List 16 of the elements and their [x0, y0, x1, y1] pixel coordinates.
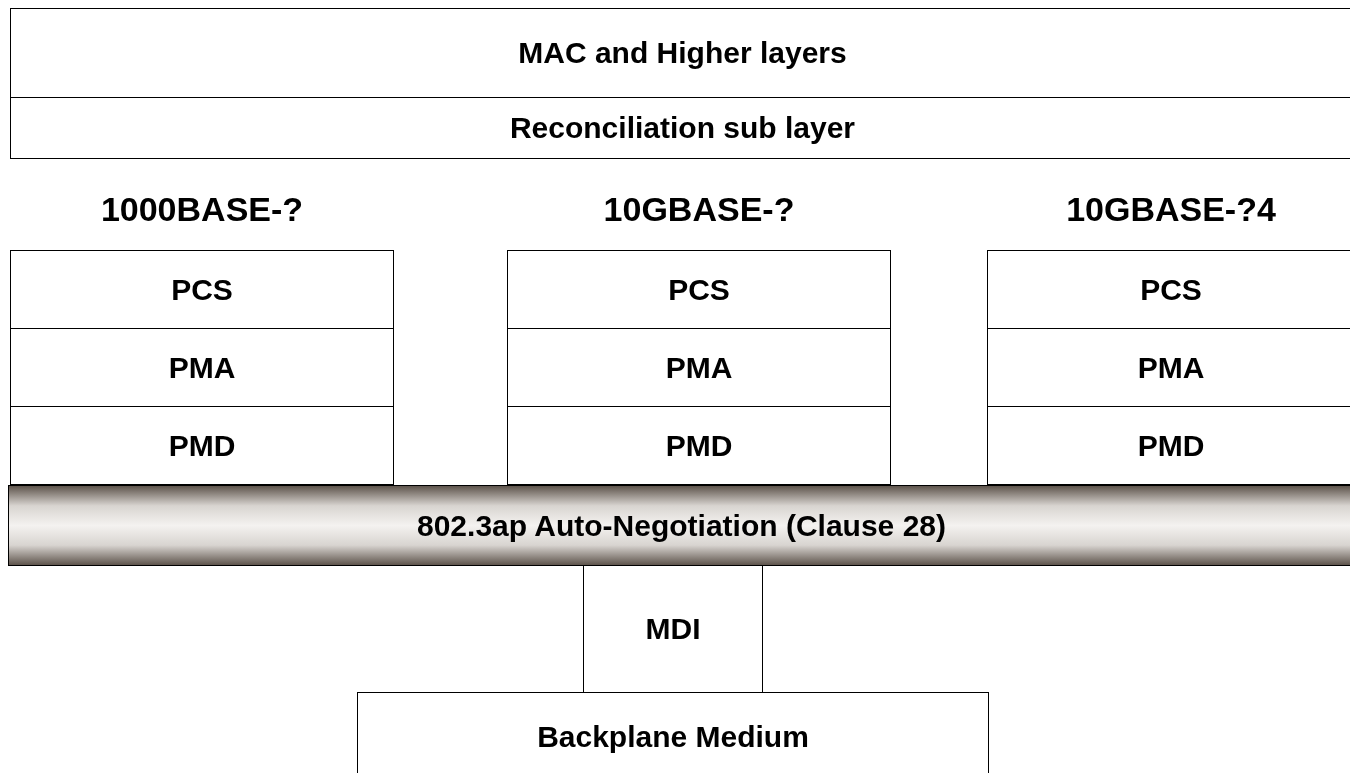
stack-heading: 1000BASE-? — [99, 190, 305, 229]
layer-band: 802.3ap Auto-Negotiation (Clause 28) — [8, 485, 1350, 566]
sublayer-box: PMA — [507, 328, 891, 407]
layer-box: Backplane Medium — [357, 692, 989, 773]
layer-box: MAC and Higher layers — [10, 8, 1350, 98]
sublayer-box: PMD — [507, 406, 891, 485]
stack-heading: 10GBASE-? — [602, 190, 796, 229]
layer-box: Reconciliation sub layer — [10, 97, 1350, 159]
sublayer-box: PCS — [987, 250, 1350, 329]
sublayer-box: PCS — [10, 250, 394, 329]
sublayer-box: PMD — [10, 406, 394, 485]
sublayer-box: PMA — [10, 328, 394, 407]
stack-heading: 10GBASE-?4 — [1065, 190, 1277, 229]
layer-box: MDI — [583, 565, 763, 693]
sublayer-box: PCS — [507, 250, 891, 329]
sublayer-box: PMD — [987, 406, 1350, 485]
